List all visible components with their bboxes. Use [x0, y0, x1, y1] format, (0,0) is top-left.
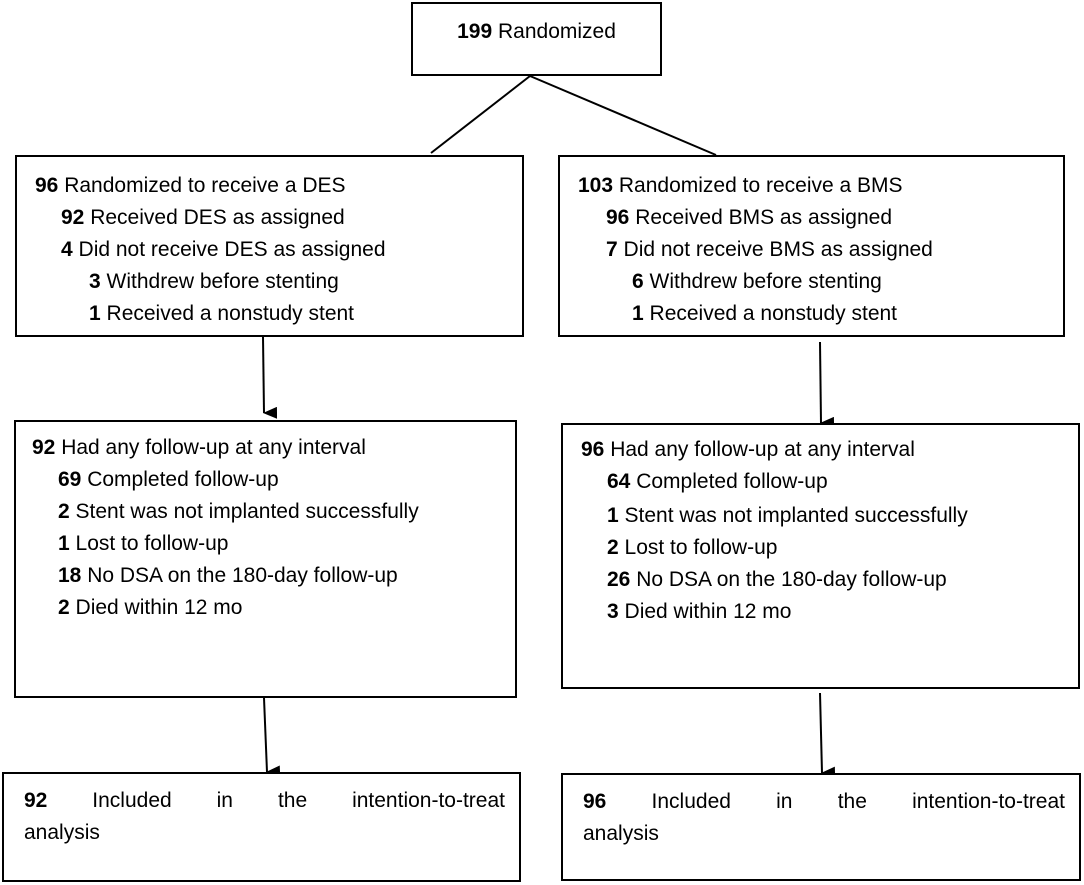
des-analysis-word-4: intention-to-treat: [352, 789, 505, 812]
randomized-box: 199 Randomized: [411, 2, 662, 76]
randomized-text: 199 Randomized: [413, 16, 660, 48]
des-any-followup-count: 92: [32, 436, 56, 459]
bms-analysis-count: 96: [583, 790, 607, 813]
bms-died-count: 3: [607, 600, 619, 623]
bms-not-implanted-line: 1 Stent was not implanted successfully: [607, 500, 968, 532]
des-nonstudy-count: 1: [89, 302, 101, 325]
bms-withdrew-count: 6: [632, 270, 644, 293]
bms-randomized-count: 103: [578, 174, 614, 197]
des-received-label: Received DES as assigned: [90, 206, 345, 229]
bms-nonstudy-label: Received a nonstudy stent: [649, 302, 898, 325]
des-analysis-word-3: the: [277, 789, 308, 812]
bms-not-received-line: 7 Did not receive BMS as assigned: [606, 234, 933, 266]
bms-no-dsa-label: No DSA on the 180-day follow-up: [636, 568, 947, 591]
bms-withdrew-label: Withdrew before stenting: [649, 270, 882, 293]
des-followup-box: 92 Had any follow-up at any interval 69 …: [14, 420, 517, 698]
des-analysis-text: 92 Included in the intention-to-treat an…: [24, 785, 505, 849]
bms-analysis-row: 96 Included in the intention-to-treat: [583, 786, 1065, 818]
bms-received-count: 96: [606, 206, 630, 229]
des-lost-label: Lost to follow-up: [75, 532, 229, 555]
des-analysis-last-line: analysis: [24, 821, 100, 844]
des-withdrew-count: 3: [89, 270, 101, 293]
arrow-des-allocation-to-followup: [262, 336, 278, 419]
bms-completed-count: 64: [607, 470, 631, 493]
des-not-received-line: 4 Did not receive DES as assigned: [61, 234, 386, 266]
des-lost-count: 1: [58, 532, 70, 555]
bms-randomized-label: Randomized to receive a BMS: [618, 174, 903, 197]
bms-not-implanted-count: 1: [607, 504, 619, 527]
bms-analysis-last-line: analysis: [583, 822, 659, 845]
des-died-line: 2 Died within 12 mo: [58, 592, 242, 624]
des-allocation-box: 96 Randomized to receive a DES 92 Receiv…: [15, 155, 524, 337]
des-no-dsa-label: No DSA on the 180-day follow-up: [87, 564, 398, 587]
bms-allocation-box: 103 Randomized to receive a BMS 96 Recei…: [558, 155, 1065, 337]
des-analysis-row: 92 Included in the intention-to-treat: [24, 785, 505, 817]
bms-analysis-word-4: intention-to-treat: [912, 790, 1065, 813]
bms-not-implanted-label: Stent was not implanted successfully: [624, 504, 968, 527]
des-analysis-count: 92: [24, 789, 48, 812]
des-not-received-count: 4: [61, 238, 73, 261]
des-not-received-label: Did not receive DES as assigned: [78, 238, 386, 261]
des-no-dsa-line: 18 No DSA on the 180-day follow-up: [58, 560, 398, 592]
des-analysis-word-2: in: [216, 789, 233, 812]
des-not-implanted-label: Stent was not implanted successfully: [75, 500, 419, 523]
bms-analysis-word-1: Included: [651, 790, 731, 813]
des-not-implanted-line: 2 Stent was not implanted successfully: [58, 496, 419, 528]
split-line-right: [529, 75, 717, 156]
bms-followup-box: 96 Had any follow-up at any interval 64 …: [561, 423, 1080, 689]
des-analysis-word-1: Included: [92, 789, 172, 812]
bms-analysis-word-2: in: [776, 790, 793, 813]
bms-received-label: Received BMS as assigned: [635, 206, 893, 229]
bms-lost-count: 2: [607, 536, 619, 559]
bms-nonstudy-count: 1: [632, 302, 644, 325]
bms-died-line: 3 Died within 12 mo: [607, 596, 791, 628]
arrow-bms-allocation-to-followup: [819, 341, 835, 429]
arrow-des-followup-to-analysis: [263, 697, 281, 778]
des-completed-label: Completed follow-up: [87, 468, 279, 491]
bms-nonstudy-line: 1 Received a nonstudy stent: [632, 298, 897, 330]
bms-lost-line: 2 Lost to follow-up: [607, 532, 777, 564]
bms-withdrew-line: 6 Withdrew before stenting: [632, 266, 882, 298]
des-nonstudy-line: 1 Received a nonstudy stent: [89, 298, 354, 330]
des-randomized-line: 96 Randomized to receive a DES: [35, 170, 346, 202]
des-randomized-label: Randomized to receive a DES: [64, 174, 346, 197]
des-no-dsa-count: 18: [58, 564, 82, 587]
des-withdrew-line: 3 Withdrew before stenting: [89, 266, 339, 298]
bms-not-received-count: 7: [606, 238, 618, 261]
des-any-followup-line: 92 Had any follow-up at any interval: [32, 432, 366, 464]
bms-analysis-box: 96 Included in the intention-to-treat an…: [561, 773, 1081, 881]
bms-any-followup-count: 96: [581, 438, 605, 461]
bms-received-line: 96 Received BMS as assigned: [606, 202, 892, 234]
bms-randomized-line: 103 Randomized to receive a BMS: [578, 170, 903, 202]
des-withdrew-label: Withdrew before stenting: [106, 270, 339, 293]
des-analysis-box: 92 Included in the intention-to-treat an…: [2, 772, 521, 882]
des-any-followup-label: Had any follow-up at any interval: [61, 436, 366, 459]
bms-any-followup-label: Had any follow-up at any interval: [610, 438, 915, 461]
bms-lost-label: Lost to follow-up: [624, 536, 778, 559]
bms-no-dsa-line: 26 No DSA on the 180-day follow-up: [607, 564, 947, 596]
des-nonstudy-label: Received a nonstudy stent: [106, 302, 355, 325]
des-completed-line: 69 Completed follow-up: [58, 464, 279, 496]
bms-completed-label: Completed follow-up: [636, 470, 828, 493]
des-randomized-count: 96: [35, 174, 59, 197]
des-completed-count: 69: [58, 468, 82, 491]
bms-analysis-text: 96 Included in the intention-to-treat an…: [583, 786, 1065, 850]
randomized-count: 199: [457, 20, 493, 43]
des-lost-line: 1 Lost to follow-up: [58, 528, 228, 560]
des-not-implanted-count: 2: [58, 500, 70, 523]
des-died-label: Died within 12 mo: [75, 596, 243, 619]
bms-analysis-word-3: the: [837, 790, 867, 813]
arrow-bms-followup-to-analysis: [819, 692, 836, 779]
bms-completed-line: 64 Completed follow-up: [607, 466, 828, 498]
bms-no-dsa-count: 26: [607, 568, 631, 591]
randomized-label: Randomized: [497, 20, 616, 43]
des-died-count: 2: [58, 596, 70, 619]
des-received-count: 92: [61, 206, 85, 229]
bms-any-followup-line: 96 Had any follow-up at any interval: [581, 434, 915, 466]
des-received-line: 92 Received DES as assigned: [61, 202, 345, 234]
bms-not-received-label: Did not receive BMS as assigned: [623, 238, 933, 261]
split-line-left: [430, 75, 531, 154]
bms-died-label: Died within 12 mo: [624, 600, 792, 623]
